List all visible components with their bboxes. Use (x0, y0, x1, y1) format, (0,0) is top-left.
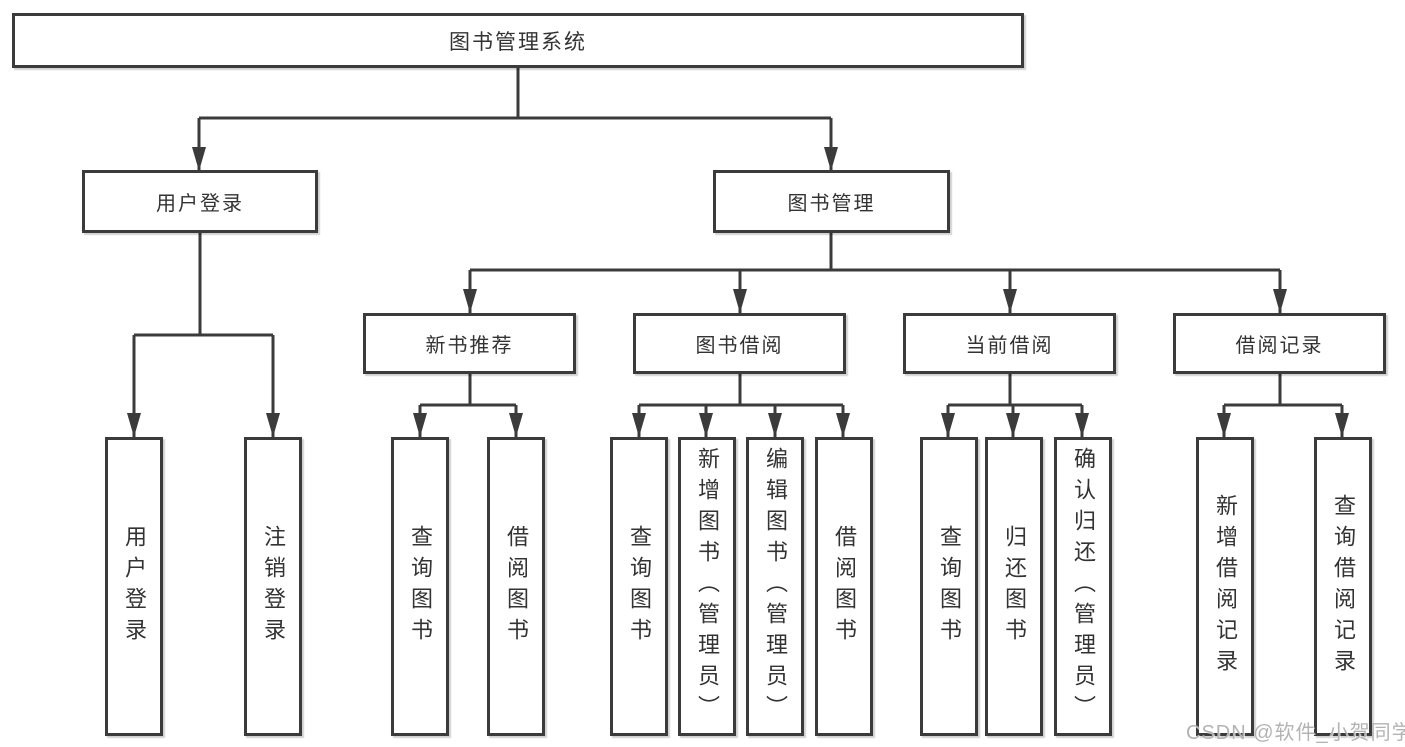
leaf-user-login: 用户登录 (105, 437, 163, 736)
node-borrowing-records: 借阅记录 (1173, 313, 1386, 374)
leaf-label: 查询图书 (627, 524, 652, 649)
leaf-label: 编辑图书（管理员） (763, 447, 788, 726)
node-label: 新书推荐 (425, 335, 514, 357)
leaf-label: 新增图书（管理员） (695, 447, 720, 726)
leaf-logout: 注销登录 (244, 437, 302, 736)
node-book-management: 图书管理 (713, 170, 950, 233)
leaf-borrow-books: 借阅图书 (815, 437, 873, 736)
leaf-label: 注销登录 (261, 524, 286, 649)
node-label: 图书管理系统 (449, 30, 587, 54)
leaf-label: 归还图书 (1002, 524, 1027, 649)
node-book-borrowing: 图书借阅 (633, 313, 846, 374)
leaf-return-books: 归还图书 (985, 437, 1043, 736)
node-label: 用户登录 (156, 193, 244, 215)
leaf-edit-books-admin: 编辑图书（管理员） (746, 437, 804, 736)
leaf-label: 查询图书 (408, 524, 433, 649)
leaf-confirm-return-admin: 确认归还（管理员） (1054, 437, 1112, 736)
node-label: 当前借阅 (965, 335, 1054, 357)
node-library-management-system: 图书管理系统 (12, 13, 1024, 68)
node-user-login: 用户登录 (82, 170, 318, 233)
leaf-label: 确认归还（管理员） (1071, 447, 1096, 726)
leaf-label: 查询图书 (937, 524, 962, 649)
leaf-label: 新增借阅记录 (1213, 493, 1238, 680)
leaf-query-borrow-record: 查询借阅记录 (1314, 437, 1372, 736)
leaf-label: 用户登录 (122, 524, 147, 649)
leaf-label: 查询借阅记录 (1331, 493, 1356, 680)
node-new-book-recommendation: 新书推荐 (363, 313, 576, 374)
node-label: 图书管理 (787, 193, 876, 215)
leaf-label: 借阅图书 (504, 524, 529, 649)
leaf-add-borrow-record: 新增借阅记录 (1196, 437, 1254, 736)
leaf-query-books-recommend: 查询图书 (391, 437, 449, 736)
csdn-watermark: CSDN @软件_小贺同学 (1186, 722, 1405, 744)
leaf-add-books-admin: 新增图书（管理员） (678, 437, 736, 736)
leaf-label: 借阅图书 (832, 524, 857, 649)
leaf-query-books-current: 查询图书 (920, 437, 978, 736)
leaf-borrow-books-recommend: 借阅图书 (487, 437, 545, 736)
leaf-query-books-borrowing: 查询图书 (610, 437, 668, 736)
node-current-borrowing: 当前借阅 (903, 313, 1116, 374)
node-label: 借阅记录 (1235, 335, 1324, 357)
node-label: 图书借阅 (695, 335, 784, 357)
